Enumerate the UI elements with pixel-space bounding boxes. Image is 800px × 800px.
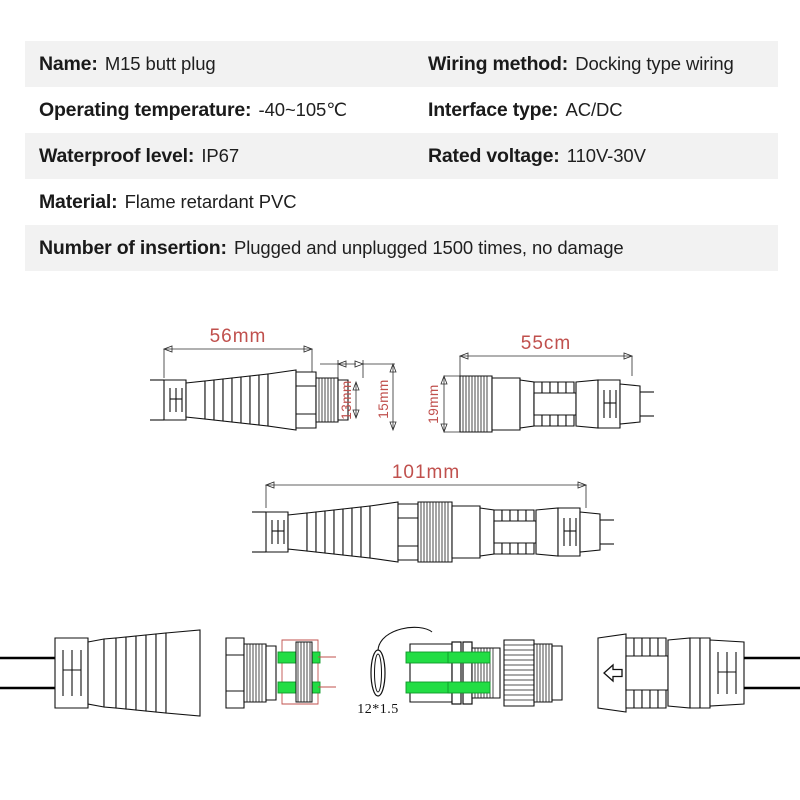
spec-cell-rated-voltage: Rated voltage : 110V-30V [428,145,646,168]
table-row: Material : Flame retardant PVC [25,179,778,225]
technical-drawings: 56mm [0,300,800,600]
spec-cell-material: Material : Flame retardant PVC [39,190,297,214]
spec-colon: : [245,98,252,121]
spec-label: Rated voltage [428,144,554,167]
spec-label: Material [39,190,112,213]
dimension-19mm: 19mm [426,374,468,434]
cable-left [0,656,55,690]
table-row: Operating temperature : -40~105℃ Interfa… [25,87,778,133]
dimension-13mm: 13mm [339,380,360,420]
spec-colon: : [553,144,560,167]
spec-value: M15 butt plug [104,52,216,74]
exploded-assembly-view: 12*1.5 [0,600,800,760]
dimension-label-56mm: 56mm [210,326,267,347]
dimension-label-13mm: 13mm [339,380,354,420]
spec-label: Waterproof level [39,144,188,167]
spec-cell-interface-type: Interface type : AC/DC [428,99,623,122]
spec-value: AC/DC [565,98,623,120]
spec-value: 110V-30V [566,144,646,166]
spec-label: Name [39,52,92,75]
cable-strain-relief-left [54,629,201,717]
dimension-label-19mm: 19mm [426,384,441,424]
spec-cell-operating-temperature: Operating temperature : -40~105℃ [39,99,347,122]
table-row: Waterproof level : IP67 Rated voltage : … [25,133,778,179]
male-connector-drawing: 56mm [150,326,397,432]
oring-label: 12*1.5 [357,702,399,717]
dimension-101mm: 101mm [264,462,588,508]
spec-value: IP67 [201,144,240,166]
spec-colon: : [552,98,559,121]
spec-colon: : [220,236,227,259]
spec-label: Operating temperature [39,98,246,121]
dimension-15mm: 15mm [376,362,397,432]
dimension-label-55cm: 55cm [521,333,571,354]
spec-label: Wiring method [428,52,562,75]
spec-label: Interface type [428,98,552,121]
spec-value: Flame retardant PVC [124,190,297,212]
table-row: Name : M15 butt plug Wiring method : Doc… [25,41,778,87]
table-row: Number of insertion : Plugged and unplug… [25,225,778,271]
assembled-connector-drawing: 101mm [252,462,614,563]
dimension-55cm: 55cm [458,333,634,376]
dimension-56mm: 56mm [162,326,314,378]
specification-table: Name : M15 butt plug Wiring method : Doc… [25,41,778,271]
spec-cell-name: Name : M15 butt plug [39,53,216,76]
dimension-label-101mm: 101mm [392,462,460,483]
spec-cell-number-of-insertion: Number of insertion : Plugged and unplug… [39,237,624,260]
left-arrow-icon [603,663,623,683]
dimension-label-15mm: 15mm [376,379,391,419]
cable-right [744,656,800,690]
o-ring: 12*1.5 [357,626,433,717]
spec-cell-waterproof-level: Waterproof level : IP67 [39,145,239,168]
spec-colon: : [561,52,569,75]
spec-colon: : [91,52,98,75]
terminal-block-left [277,639,336,705]
spec-colon: : [111,190,118,213]
terminal-block-right [405,641,501,705]
spec-cell-wiring-method: Wiring method : Docking type wiring [428,53,734,76]
spec-value: Plugged and unplugged 1500 times, no dam… [233,236,624,258]
cable-strain-relief-right [597,633,745,713]
spec-colon: : [187,144,195,167]
spec-value: Docking type wiring [575,52,734,74]
female-connector-drawing: 55cm 19mm [426,333,654,434]
spec-label: Number of insertion [39,236,221,259]
knurled-coupling-nut [503,639,563,707]
spec-value: -40~105℃ [258,98,347,120]
threaded-nut [225,637,277,709]
